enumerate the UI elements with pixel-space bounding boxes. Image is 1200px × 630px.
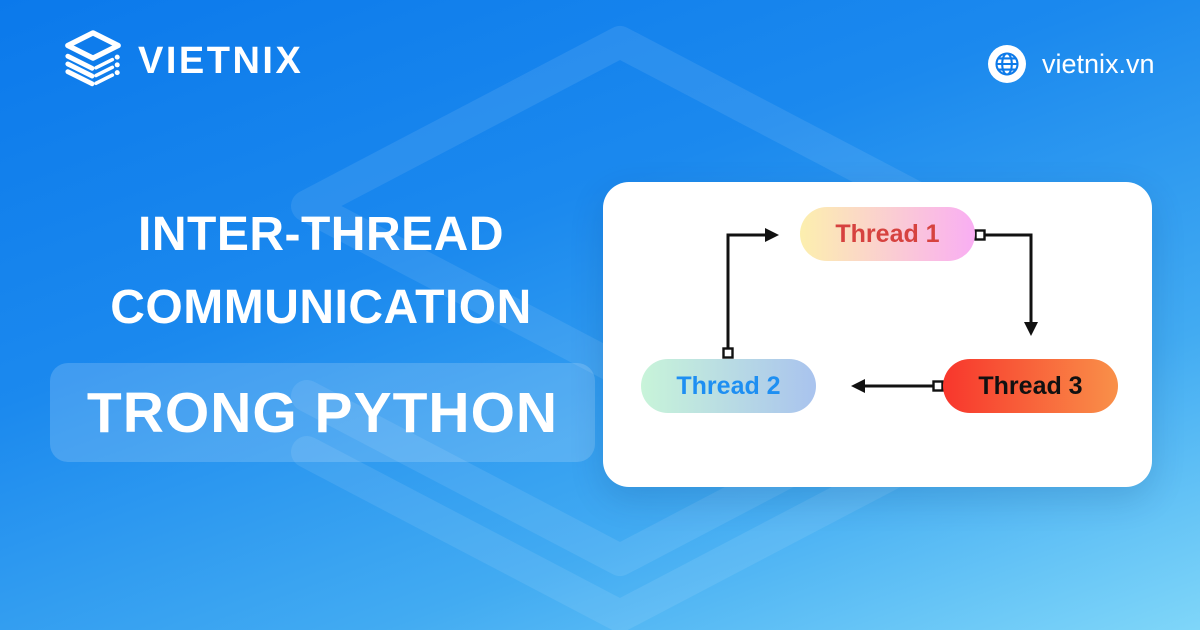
node-thread-1-label: Thread 1 — [835, 219, 940, 248]
globe-icon — [988, 45, 1026, 83]
diagram-card: Thread 1 Thread 2 Thread 3 — [603, 182, 1152, 487]
node-thread-3-label: Thread 3 — [978, 371, 1083, 400]
subtitle-box: TRONG PYTHON — [50, 363, 595, 462]
node-thread-2: Thread 2 — [641, 359, 816, 413]
diagram-arrows — [722, 228, 1038, 393]
arrowheads — [765, 228, 1038, 393]
subtitle-text: TRONG PYTHON — [86, 380, 559, 445]
stacked-layers-icon — [65, 30, 121, 87]
website-badge: vietnix.vn — [988, 45, 1155, 83]
node-thread-3: Thread 3 — [943, 359, 1118, 413]
connector-squares — [722, 229, 986, 392]
title-line-1: INTER-THREAD — [138, 208, 504, 261]
node-thread-2-label: Thread 2 — [676, 371, 781, 400]
website-url: vietnix.vn — [1042, 48, 1155, 79]
page-title: INTER-THREAD COMMUNICATION — [40, 198, 602, 344]
title-line-2: COMMUNICATION — [110, 281, 532, 334]
node-thread-1: Thread 1 — [800, 207, 975, 261]
brand-logo: VIETNIX — [62, 30, 303, 92]
brand-name: VIETNIX — [138, 39, 304, 82]
